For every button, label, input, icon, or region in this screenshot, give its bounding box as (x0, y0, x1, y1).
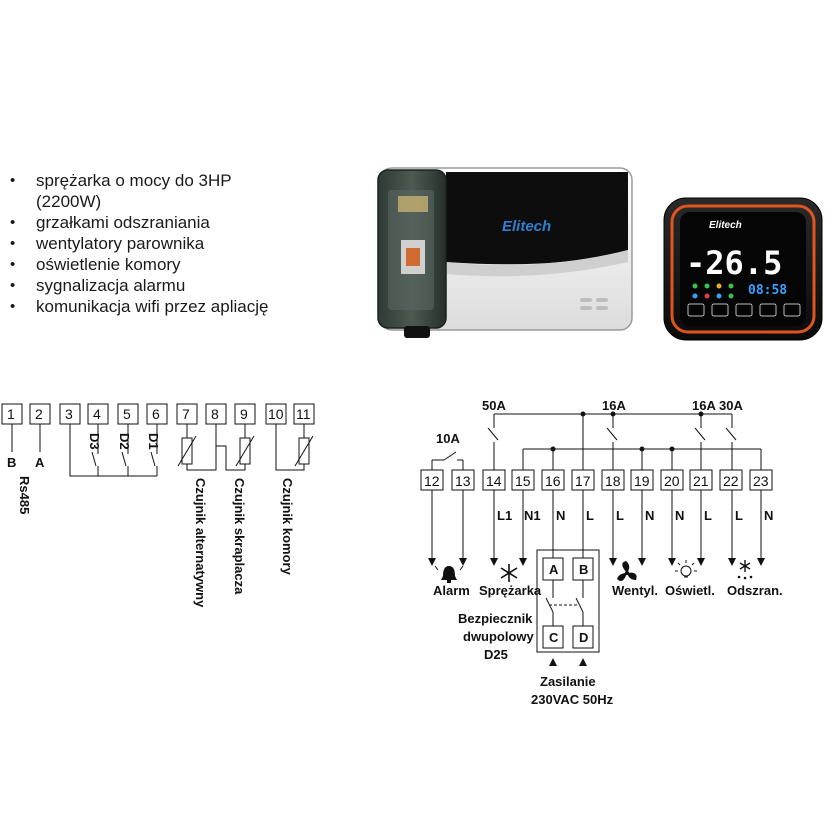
label-l-17: L (586, 508, 594, 523)
terminal-number: 19 (634, 473, 650, 489)
terminal-number: 15 (515, 473, 531, 489)
feature-item-continuation: (2200W) (36, 192, 102, 211)
brand-logo-box: Elitech (502, 218, 551, 235)
display-temperature: -26.5 (686, 244, 782, 282)
terminal-number: 9 (240, 406, 248, 422)
controller-image: Elitech -26.5 08:58 (663, 197, 823, 341)
feature-item: sprężarka o mocy do 3HP (8, 170, 338, 191)
fan-icon (617, 561, 637, 581)
breaker-terminal-c: C (549, 630, 559, 645)
snowflake-icon (500, 564, 518, 582)
label-l-18: L (616, 508, 624, 523)
display-time: 08:58 (748, 283, 787, 298)
arrowheads (428, 558, 765, 666)
right-terminal-block (420, 469, 773, 491)
feature-list: sprężarka o mocy do 3HP (2200W) grzałkam… (8, 170, 338, 317)
controller-buttons (687, 303, 801, 317)
right-terminal-numbers: 12 13 14 15 16 17 18 19 20 21 22 23 (424, 473, 769, 489)
label-l-21: L (704, 508, 712, 523)
label-supply-line2: 230VAC 50Hz (531, 692, 614, 707)
alarm-bell-icon (434, 565, 464, 583)
terminal-number: 18 (605, 473, 621, 489)
terminal-number: 4 (93, 406, 101, 422)
label-d2: D2 (117, 433, 132, 450)
label-n-19: N (645, 508, 654, 523)
terminal-number: 21 (693, 473, 709, 489)
feature-item: grzałkami odszraniania (8, 212, 338, 233)
label-breaker-line3: D25 (484, 647, 508, 662)
label-sensor-condenser: Czujnik skraplacza (232, 478, 247, 595)
label-l1: L1 (497, 508, 512, 523)
label-n-20: N (675, 508, 684, 523)
terminal-number: 8 (211, 406, 219, 422)
label-50a: 50A (482, 398, 506, 413)
label-alarm: Alarm (433, 583, 470, 598)
label-b: B (7, 455, 16, 470)
label-breaker-line2: dwupolowy (463, 629, 535, 644)
label-sensor-room: Czujnik komory (280, 478, 295, 576)
terminal-number: 14 (486, 473, 502, 489)
feature-item: sygnalizacja alarmu (8, 275, 338, 296)
terminal-number: 11 (296, 406, 311, 422)
terminal-number: 5 (123, 406, 131, 422)
terminal-number: 20 (664, 473, 680, 489)
breaker-terminal-b: B (579, 562, 588, 577)
label-breaker-line1: Bezpiecznik (458, 611, 533, 626)
control-box-image: Elitech (377, 167, 633, 338)
light-bulb-icon (675, 560, 697, 578)
label-a: A (35, 455, 45, 470)
breaker-terminal-d: D (579, 630, 588, 645)
label-n-23: N (764, 508, 773, 523)
terminal-number: 10 (268, 406, 284, 422)
left-wiring (11, 424, 314, 477)
label-n-16: N (556, 508, 565, 523)
status-indicators (692, 283, 734, 299)
terminal-number: 23 (753, 473, 769, 489)
label-n1: N1 (524, 508, 541, 523)
label-compressor: Sprężarka (479, 583, 542, 598)
right-wiring (431, 413, 762, 560)
label-d3: D3 (87, 433, 102, 450)
junction-dots (550, 411, 704, 452)
terminal-number: 6 (152, 406, 160, 422)
left-labels: B A Rs485 D3 D2 D1 Czujnik alternatywny … (7, 433, 295, 608)
right-labels: 10A 50A 16A 16A 30A L1 N1 N L L N N L L … (433, 398, 783, 707)
terminal-number: 1 (7, 406, 15, 422)
feature-item: komunikacja wifi przez apliację (8, 296, 338, 317)
label-d1: D1 (146, 433, 161, 450)
brand-logo-controller: Elitech (709, 220, 742, 231)
label-defrost: Odszran. (727, 583, 783, 598)
feature-item: wentylatory parownika (8, 233, 338, 254)
left-terminal-block (1, 403, 315, 425)
label-rs485: Rs485 (17, 476, 32, 514)
terminal-number: 12 (424, 473, 440, 489)
label-fan: Wentyl. (612, 583, 658, 598)
label-16a-light: 16A (692, 398, 716, 413)
terminal-number: 13 (455, 473, 471, 489)
defrost-icon (737, 560, 753, 580)
terminal-number: 3 (65, 406, 73, 422)
left-terminal-numbers: 1 2 3 4 5 6 7 8 9 10 11 (7, 406, 311, 422)
terminal-number: 7 (182, 406, 190, 422)
breaker-enclosure (536, 549, 600, 653)
label-30a: 30A (719, 398, 743, 413)
terminal-number: 16 (545, 473, 561, 489)
terminal-number: 17 (575, 473, 591, 489)
feature-item: oświetlenie komory (8, 254, 338, 275)
label-sensor-alternative: Czujnik alternatywny (193, 478, 208, 608)
terminal-number: 2 (35, 406, 43, 422)
label-supply-line1: Zasilanie (540, 674, 596, 689)
label-l-22: L (735, 508, 743, 523)
breaker-terminal-a: A (549, 562, 559, 577)
label-16a-fan: 16A (602, 398, 626, 413)
terminal-number: 22 (723, 473, 739, 489)
label-light: Oświetl. (665, 583, 715, 598)
label-10a: 10A (436, 431, 460, 446)
